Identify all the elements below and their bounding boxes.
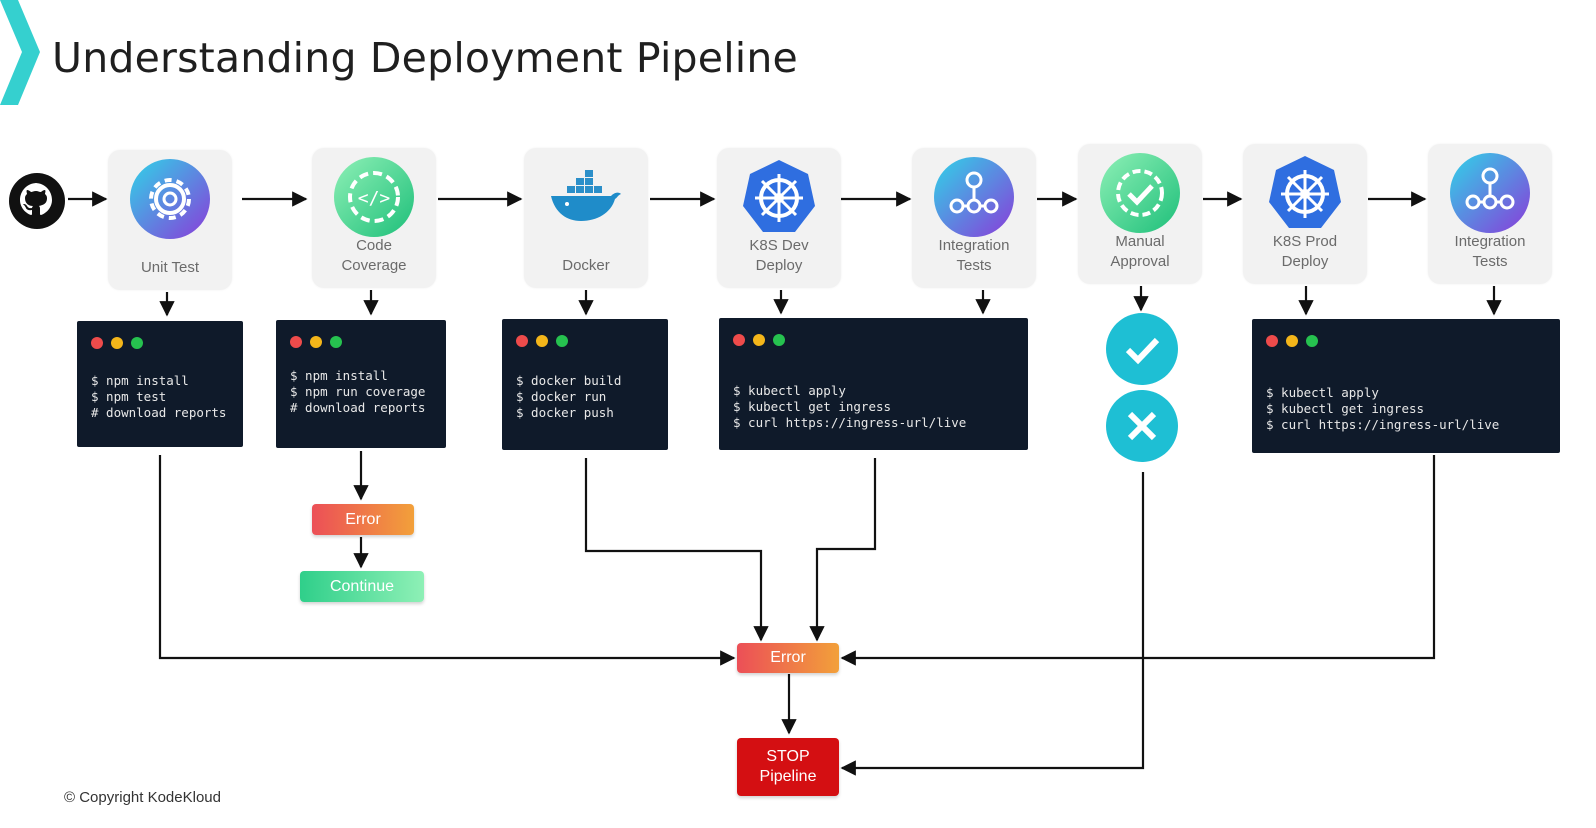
terminal-commands: $ npm install$ npm test# download report…	[91, 373, 227, 420]
terminal-k8s-prod: $ kubectl apply$ kubectl get ingress$ cu…	[1252, 319, 1560, 453]
terminal-commands: $ kubectl apply$ kubectl get ingress$ cu…	[1266, 385, 1500, 432]
stage-label: Unit Test	[140, 259, 200, 276]
svg-text:</>: </>	[358, 188, 391, 209]
window-dots	[1266, 334, 1326, 352]
window-dots	[91, 336, 151, 354]
main-error-box: Error	[737, 643, 839, 673]
kubernetes-icon	[1269, 156, 1341, 228]
integration-icon	[934, 157, 1014, 237]
gear-icon	[130, 159, 210, 239]
page-title: Understanding Deployment Pipeline	[52, 34, 798, 82]
check-icon	[1106, 313, 1178, 385]
window-dots	[516, 334, 576, 352]
code-icon: </>	[334, 157, 414, 237]
window-dots	[290, 335, 350, 353]
copyright-text: © Copyright KodeKloud	[64, 789, 221, 806]
terminal-commands: $ npm install$ npm run coverage# downloa…	[290, 368, 426, 415]
stage-label: Docker	[562, 257, 610, 274]
docker-whale-icon	[551, 170, 621, 221]
close-icon	[1106, 390, 1178, 462]
coverage-error-box: Error	[312, 504, 414, 535]
stage-docker: Docker	[524, 148, 648, 288]
approval-check-icon	[1100, 153, 1180, 233]
stage-unit-test: Unit Test	[108, 150, 232, 290]
integration-icon	[1450, 153, 1530, 233]
github-icon	[9, 173, 65, 229]
terminal-commands: $ kubectl apply$ kubectl get ingress$ cu…	[733, 383, 967, 430]
terminal-commands: $ docker build$ docker run$ docker push	[516, 373, 622, 420]
terminal-code-coverage: $ npm install$ npm run coverage# downloa…	[276, 320, 446, 448]
coverage-continue-box: Continue	[300, 571, 424, 602]
terminal-unit-test: $ npm install$ npm test# download report…	[77, 321, 243, 447]
window-dots	[733, 333, 793, 351]
terminal-docker: $ docker build$ docker run$ docker push	[502, 319, 668, 450]
kubernetes-icon	[743, 160, 815, 232]
terminal-k8s-dev: $ kubectl apply$ kubectl get ingress$ cu…	[719, 318, 1028, 450]
corner-accent	[0, 0, 40, 105]
